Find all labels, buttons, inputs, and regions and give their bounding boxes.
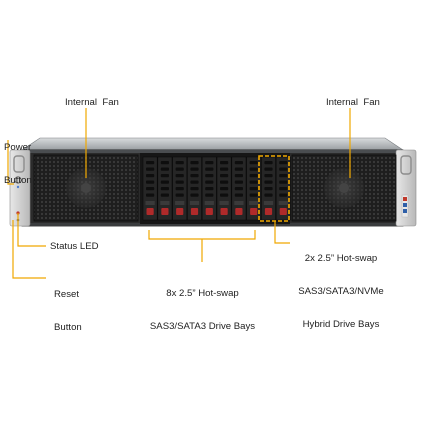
sas-drive-bay: [187, 156, 202, 221]
power-led-icon: [16, 185, 20, 189]
drive-release-tab: [220, 208, 228, 215]
drive-release-tab: [264, 208, 273, 215]
drive-release-tab: [176, 208, 184, 215]
drive-release-tab: [205, 208, 213, 215]
label-power-button-line2: Button: [4, 175, 32, 186]
label-power-button-line1: Power: [4, 142, 32, 153]
label-2x-line1: 2x 2.5” Hot-swap: [304, 253, 378, 264]
drive-release-tab: [146, 208, 154, 215]
label-8x-line2: SAS3/SATA3 Drive Bays: [149, 321, 256, 332]
label-reset-button-line1: Reset: [54, 289, 80, 300]
sas-drive-bay: [157, 156, 173, 221]
callout-power-button: [7, 140, 14, 185]
sas-drive-bay: [216, 156, 232, 221]
callout-status-led: [17, 213, 46, 247]
label-2x-line2: SAS3/SATA3/NVMe: [298, 286, 384, 297]
drive-release-tab: [161, 208, 169, 215]
label-reset-button: Reset Button: [54, 267, 82, 355]
sas-drive-bay: [201, 156, 217, 221]
hybrid-drive-bay: [261, 156, 276, 221]
drive-release-tab: [250, 208, 258, 215]
sas-drive-bay: [231, 156, 247, 221]
drive-release-tab: [279, 208, 287, 215]
chassis-top-cover: [21, 137, 404, 151]
label-internal-fan-left: Internal Fan: [65, 97, 119, 108]
callout-2x-line: [274, 221, 290, 244]
sas-drive-bay: [172, 156, 188, 221]
power-button-icon: [14, 176, 22, 184]
drive-release-tab: [190, 208, 199, 215]
sas-drive-bay: [246, 156, 262, 221]
label-8x-line1: 8x 2.5” Hot-swap: [166, 288, 239, 299]
callout-reset-button: [12, 220, 46, 279]
drive-release-tab: [235, 208, 243, 215]
label-internal-fan-right: Internal Fan: [326, 97, 380, 108]
hybrid-drive-bay: [275, 156, 291, 221]
callout-8x-bracket: [148, 230, 256, 262]
label-2x-line3: Hybrid Drive Bays: [302, 319, 380, 330]
label-power-button: Power Button: [4, 120, 32, 208]
callout-2x-box: [258, 155, 290, 222]
label-8x-drive-bays: 8x 2.5” Hot-swap SAS3/SATA3 Drive Bays: [130, 266, 275, 354]
label-status-led: Status LED: [50, 241, 99, 252]
label-2x-drive-bays: 2x 2.5” Hot-swap SAS3/SATA3/NVMe Hybrid …: [286, 231, 396, 352]
left-rack-ear: [9, 149, 31, 227]
label-reset-button-line2: Button: [54, 322, 82, 333]
sas-drive-bay: [142, 156, 158, 221]
